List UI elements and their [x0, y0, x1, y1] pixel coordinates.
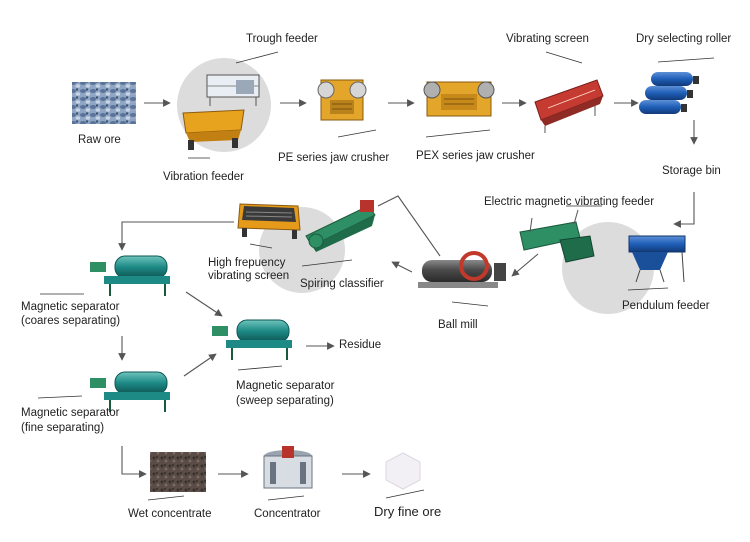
label-pex-jaw-crusher: PEX series jaw crusher: [416, 150, 535, 162]
label-mag-sep-coarse-2: (coares separating): [21, 315, 121, 327]
concentrator-image: [263, 446, 313, 489]
arrow-screen-to-coarse: [118, 221, 234, 251]
label-mag-sep-fine-1: Magnetic separator: [21, 407, 120, 419]
vibrating-screen-image: [534, 79, 604, 133]
label-pendulum-feeder: Pendulum feeder: [622, 300, 710, 312]
arrow-feeder-to-ballmill: [511, 253, 539, 277]
mag-separator-fine-image: [90, 371, 170, 412]
pex-jaw-crusher-image: [423, 81, 495, 117]
wet-concentrate-image: [150, 452, 206, 492]
trough-feeder-image: [206, 74, 260, 106]
label-storage-bin: Storage bin: [662, 165, 721, 177]
label-mag-sep-sweep-1: Magnetic separator: [236, 380, 335, 392]
raw-ore-image: [72, 82, 136, 124]
label-electric-magnetic-vibrating-feeder: Electric magnetic vibrating feeder: [484, 196, 655, 208]
high-frequency-screen-image: [237, 203, 301, 239]
label-mag-sep-coarse-1: Magnetic separator: [21, 301, 120, 313]
label-ball-mill: Ball mill: [438, 319, 478, 331]
label-raw-ore: Raw ore: [78, 134, 121, 146]
mag-separator-sweep-image: [212, 319, 292, 360]
arrow-fine-to-wet: [121, 446, 147, 478]
arrow-coarse-to-sweep: [185, 291, 223, 317]
mag-separator-coarse-image: [90, 255, 170, 296]
label-concentrator: Concentrator: [254, 508, 321, 520]
dry-fine-ore-image: [385, 452, 421, 490]
label-spiring-classifier: Spiring classifier: [300, 278, 384, 290]
arrow-bin-to-feeder: [673, 192, 695, 228]
pe-jaw-crusher-image: [317, 79, 367, 121]
label-dry-fine-ore: Dry fine ore: [374, 504, 442, 519]
spiring-classifier-image: [305, 200, 376, 252]
label-pe-jaw-crusher: PE series jaw crusher: [278, 152, 390, 164]
ball-mill-image: [418, 251, 506, 288]
arrow-ballmill-from-classifier: [391, 261, 413, 273]
label-mag-sep-sweep-2: (sweep separating): [236, 395, 334, 407]
flow-arrows: [118, 99, 698, 478]
leader-lines: [37, 51, 715, 501]
label-high-frequency-screen-2: vibrating screen: [208, 270, 290, 282]
electric-vibrating-feeder-image: [519, 209, 595, 263]
dry-selecting-roller-image: [639, 72, 699, 114]
label-residue: Residue: [339, 339, 382, 351]
pendulum-feeder-image: [628, 235, 686, 283]
label-wet-concentrate: Wet concentrate: [128, 508, 212, 520]
label-mag-sep-fine-2: (fine separating): [21, 422, 105, 434]
vibration-feeder-image: [182, 109, 245, 150]
label-vibration-feeder: Vibration feeder: [163, 171, 244, 183]
arrow-ballmill-to-classifier: [377, 195, 441, 257]
arrow-fine-to-sweep: [183, 353, 217, 377]
label-high-frequency-screen-1: High frepuency: [208, 257, 286, 269]
label-vibrating-screen: Vibrating screen: [506, 33, 589, 45]
label-trough-feeder: Trough feeder: [246, 33, 318, 45]
label-dry-selecting-roller: Dry selecting roller: [636, 33, 732, 45]
